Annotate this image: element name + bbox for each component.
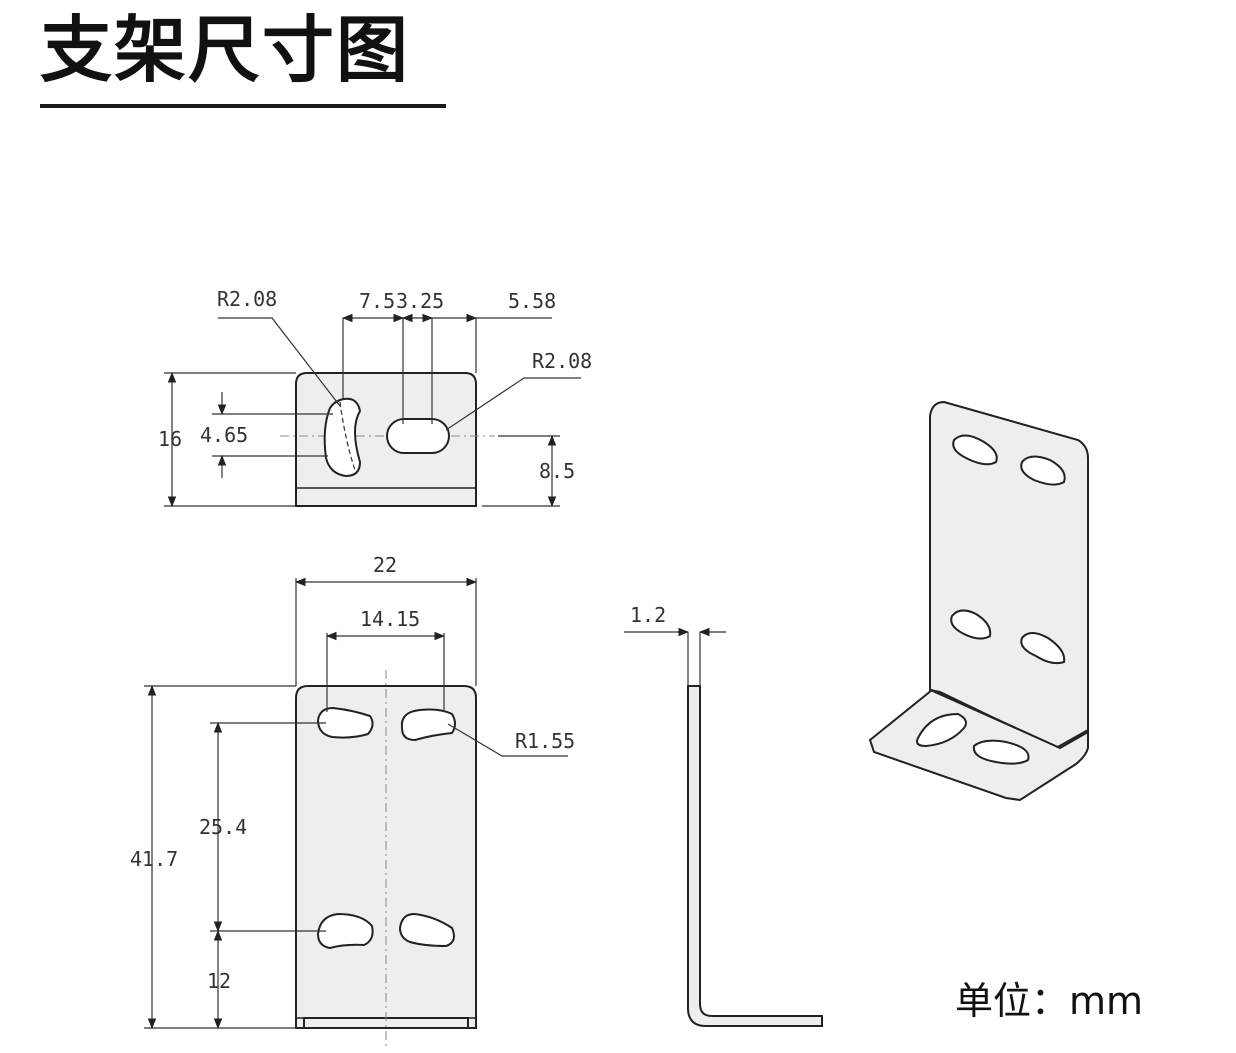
dim-vertical-spacing: 25.4 xyxy=(199,815,247,839)
dim-slot-offset: 8.5 xyxy=(539,459,575,483)
iso-slot-3 xyxy=(950,609,992,640)
front-slot-bottom-right xyxy=(398,912,455,948)
dim-front-height: 41.7 xyxy=(130,847,178,871)
front-slot-top-left xyxy=(316,706,374,739)
iso-bend-line xyxy=(929,689,1061,749)
title-underline xyxy=(40,104,446,108)
unit-note: 单位：mm xyxy=(955,979,1144,1023)
top-view-slot-curved xyxy=(323,397,362,478)
dim-spacing-a: 7.5 xyxy=(359,289,395,313)
front-slot-top-right xyxy=(400,708,456,742)
dim-right-gap: 5.58 xyxy=(508,289,556,313)
top-view: 7.5 3.25 5.58 R2.08 R2.08 16 4.65 8.5 xyxy=(158,287,592,508)
iso-slot-1 xyxy=(952,434,998,466)
side-view: 1.2 xyxy=(624,603,823,1027)
top-view-slot-axis xyxy=(339,401,356,471)
side-view-profile xyxy=(687,685,823,1027)
isometric-view xyxy=(868,400,1089,802)
front-view: 22 14.15 R1.55 41.7 25.4 12 xyxy=(130,553,575,1046)
front-slot-bottom-left xyxy=(316,912,374,950)
dim-thickness: 1.2 xyxy=(630,603,666,627)
dim-slot-width: 3.25 xyxy=(396,289,444,313)
dim-slot-length: 4.65 xyxy=(200,423,248,447)
iso-slot-4 xyxy=(1020,632,1066,665)
iso-slot-6 xyxy=(972,739,1030,765)
dim-slot-radius-right: R2.08 xyxy=(532,349,592,373)
dim-slot-radius-left: R2.08 xyxy=(217,287,277,311)
iso-slot-2 xyxy=(1020,455,1066,486)
dim-hole-radius: R1.55 xyxy=(515,729,575,753)
top-view-slot-straight xyxy=(386,418,450,454)
dim-front-width: 22 xyxy=(373,553,397,577)
dim-bottom: 12 xyxy=(207,969,231,993)
iso-vertical-plate xyxy=(929,400,1089,750)
page-title: 支架尺寸图 xyxy=(40,8,411,92)
iso-slot-5 xyxy=(916,712,967,748)
dim-hole-spacing: 14.15 xyxy=(360,607,420,631)
dim-top-height: 16 xyxy=(158,427,182,451)
